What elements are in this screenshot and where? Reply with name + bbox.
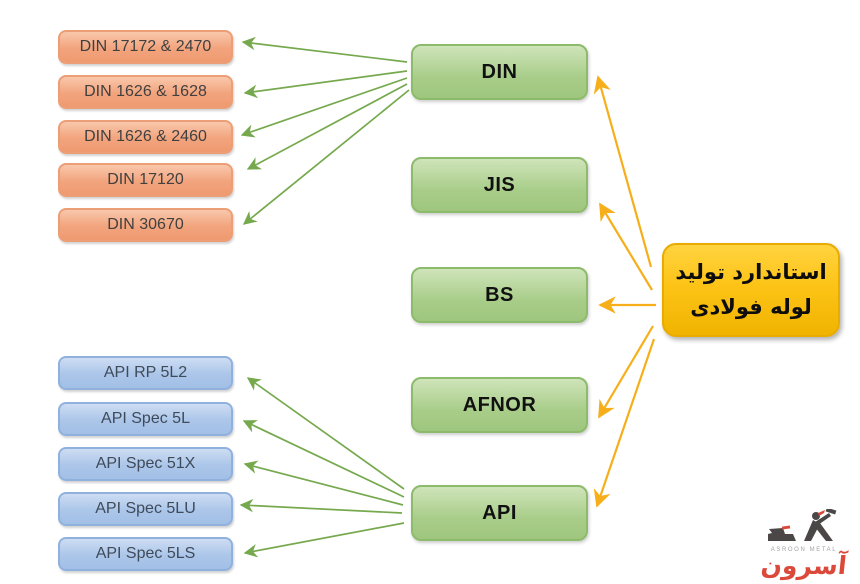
- root-label-line1: استاندارد تولید: [675, 260, 827, 285]
- arrow-api-to-sub-5: [243, 522, 405, 558]
- node-root-standard: استاندارد تولید لوله فولادی: [662, 243, 840, 337]
- node-label: API Spec 51X: [95, 455, 196, 472]
- arrow-root-to-jis: [599, 202, 653, 291]
- arrow-din-to-sub-1: [241, 36, 408, 63]
- arrow-din-to-sub-3: [240, 77, 408, 138]
- arrow-din-to-sub-4: [246, 83, 408, 170]
- watermark-brand-fa: آسرون: [759, 551, 849, 580]
- arrows-root-group: [593, 75, 656, 508]
- node-api-sub-2: API Spec 5L: [58, 402, 233, 436]
- node-api: API: [411, 485, 588, 541]
- blacksmith-icon: [768, 509, 837, 541]
- node-label: API RP 5L2: [103, 364, 188, 381]
- node-din-sub-1: DIN 17172 & 2470: [58, 30, 233, 64]
- node-label: API: [482, 501, 517, 524]
- arrows-din-group: [240, 36, 410, 225]
- arrow-api-to-sub-2: [242, 420, 405, 498]
- arrow-root-to-api: [593, 338, 656, 508]
- node-label: DIN 1626 & 1628: [84, 83, 207, 100]
- node-din-sub-3: DIN 1626 & 2460: [58, 120, 233, 154]
- node-label: DIN 1626 & 2460: [84, 128, 207, 145]
- node-label: DIN 17120: [107, 171, 184, 188]
- node-api-sub-5: API Spec 5LS: [58, 537, 233, 571]
- node-afnor: AFNOR: [411, 377, 588, 433]
- node-bs: BS: [411, 267, 588, 323]
- node-api-sub-4: API Spec 5LU: [58, 492, 233, 526]
- arrow-root-to-din: [593, 75, 653, 268]
- node-label: AFNOR: [462, 393, 537, 416]
- node-din-sub-4: DIN 17120: [58, 163, 233, 197]
- node-label: API Spec 5LS: [95, 545, 196, 562]
- root-label-line2: لوله فولادی: [690, 295, 812, 319]
- arrow-root-to-afnor: [598, 325, 654, 419]
- node-label: DIN: [481, 60, 518, 83]
- node-label: API Spec 5L: [101, 410, 190, 427]
- node-label: API Spec 5LU: [95, 500, 196, 517]
- arrow-api-to-sub-4: [239, 498, 403, 514]
- arrow-din-to-sub-5: [242, 89, 410, 225]
- node-label: JIS: [483, 173, 516, 196]
- arrows-api-group: [239, 377, 405, 558]
- node-label: DIN 17172 & 2470: [79, 38, 212, 55]
- node-label: BS: [485, 283, 514, 306]
- arrow-api-to-sub-1: [246, 377, 405, 490]
- node-din-sub-5: DIN 30670: [58, 208, 233, 242]
- arrow-api-to-sub-3: [243, 460, 404, 506]
- node-api-sub-3: API Spec 51X: [58, 447, 233, 481]
- watermark-brand-en: ASROON METAL: [770, 547, 838, 553]
- node-din: DIN: [411, 44, 588, 100]
- node-label: DIN 30670: [107, 216, 184, 233]
- node-din-sub-2: DIN 1626 & 1628: [58, 75, 233, 109]
- asroon-watermark: ASROON METAL آسرون: [752, 509, 856, 580]
- node-jis: JIS: [411, 157, 588, 213]
- arrow-din-to-sub-2: [243, 70, 408, 99]
- node-api-sub-1: API RP 5L2: [58, 356, 233, 390]
